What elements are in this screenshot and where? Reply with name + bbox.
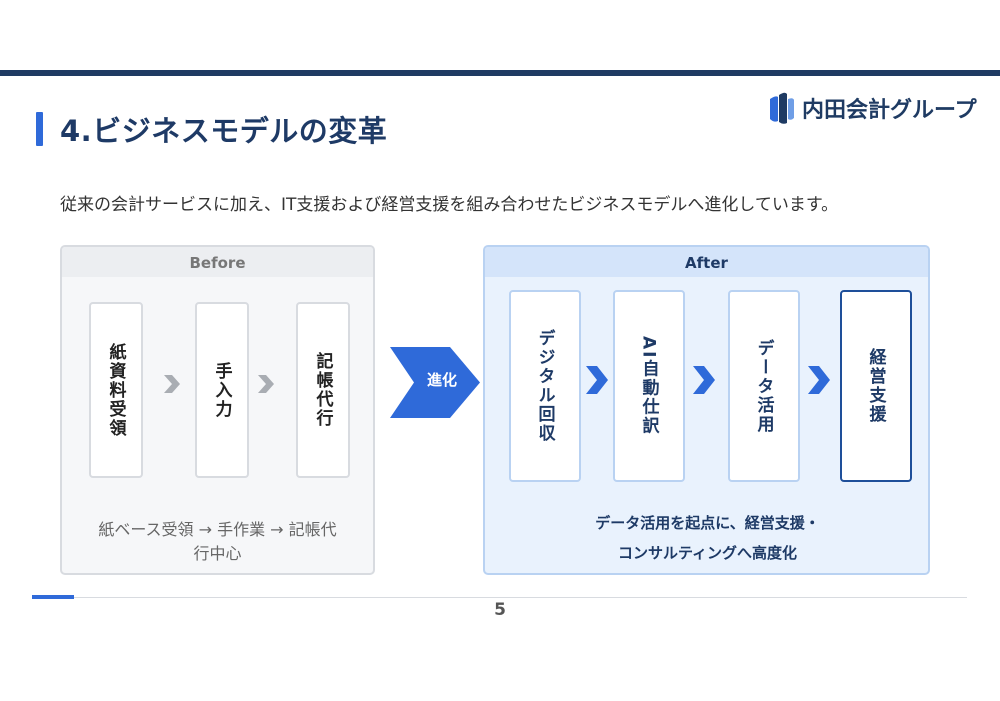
footer-divider — [32, 597, 967, 598]
header-bar — [0, 70, 1000, 76]
after-step-label: デジタル回収 — [534, 329, 555, 443]
before-step-label: 紙資料受領 — [105, 342, 126, 438]
before-panel-label: Before — [62, 247, 373, 277]
after-step-label: データ活用 — [753, 338, 774, 434]
after-step-card: デジタル回収 — [509, 290, 581, 482]
page-number: 5 — [494, 600, 506, 620]
evolution-arrow-icon — [390, 347, 480, 418]
evolution-label: 進化 — [426, 371, 457, 389]
logo-text: 内田会計グループ — [802, 98, 977, 123]
lead-text: 従来の会計サービスに加え、IT支援および経営支援を組み合わせたビジネスモデルへ進… — [60, 195, 839, 215]
title-accent-bar — [36, 112, 43, 146]
before-step-label: 手入力 — [211, 361, 232, 419]
before-note-line: 紙ベース受領 → 手作業 → 記帳代 — [98, 520, 337, 539]
after-step-label: AI自動仕訳 — [638, 336, 659, 436]
after-step-card: データ活用 — [728, 290, 800, 482]
after-step-card-highlight: 経営支援 — [840, 290, 912, 482]
after-step-label: 経営支援 — [865, 348, 886, 424]
before-step-card: 紙資料受領 — [89, 302, 143, 478]
before-step-card: 記帳代行 — [296, 302, 350, 478]
after-note: データ活用を起点に、経営支援・ コンサルティングへ高度化 — [495, 508, 920, 568]
after-note-line: コンサルティングへ高度化 — [617, 544, 798, 562]
before-note-line: 行中心 — [193, 544, 242, 563]
page-title: 4.ビジネスモデルの変革 — [60, 114, 388, 148]
chevron-right-icon — [586, 366, 608, 394]
logo-mark-icon — [770, 92, 794, 124]
company-logo: 内田会計グループ — [766, 90, 977, 126]
before-note: 紙ベース受領 → 手作業 → 記帳代 行中心 — [75, 518, 360, 566]
footer-accent-bar — [32, 595, 74, 599]
after-panel-label: After — [485, 247, 928, 277]
chevron-right-icon — [693, 366, 715, 394]
before-step-label: 記帳代行 — [312, 352, 333, 428]
after-step-card: AI自動仕訳 — [613, 290, 685, 482]
after-note-line: データ活用を起点に、経営支援・ — [595, 514, 820, 532]
chevron-right-icon — [808, 366, 830, 394]
chevron-right-icon — [258, 375, 274, 393]
chevron-right-icon — [164, 375, 180, 393]
before-step-card: 手入力 — [195, 302, 249, 478]
